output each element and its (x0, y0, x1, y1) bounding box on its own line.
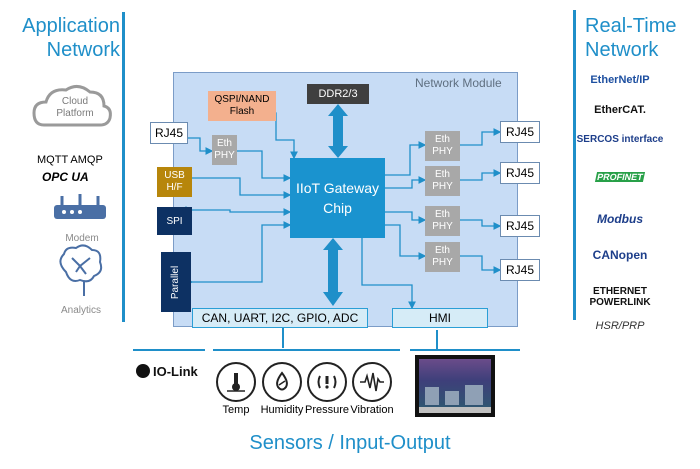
eth-phy-3: Eth PHY (425, 206, 460, 236)
hmi-interface: HMI (392, 308, 488, 328)
sensor-label-temp: Temp (222, 404, 250, 416)
rj45-right-3: RJ45 (500, 215, 540, 237)
rj45-left: RJ45 (150, 122, 188, 144)
canopen-logo: CANopen (592, 248, 648, 262)
mqtt-amqp-label: MQTT AMQP (37, 154, 103, 166)
io-link-icon (136, 364, 150, 378)
modbus-logo: Modbus (597, 212, 643, 226)
parallel-label: Parallel (170, 265, 182, 299)
analytics-label: Analytics (60, 305, 101, 316)
sensor-label-pressure: Pressure (304, 404, 350, 416)
sensors-io-caption: Sensors / Input-Output (249, 432, 451, 454)
eth-phy-left: Eth PHY (212, 135, 237, 165)
ethercat-logo: EtherCAT. (594, 104, 646, 116)
spi-port: SPI (157, 207, 192, 235)
hsr-prp-label: HSR/PRP (595, 320, 645, 332)
sercos-logo: SERCOS interface (576, 134, 664, 145)
cloud-icon (32, 85, 112, 127)
qspi-nand-flash: QSPI/NAND Flash (208, 91, 276, 121)
usb-hf-port: USB H/F (157, 167, 192, 197)
sensor-label-vibration: Vibration (350, 404, 394, 416)
analytics-brain-icon (59, 244, 103, 296)
opcua-logo: OPC UA (42, 170, 89, 184)
real-time-network-title: Real-Time Network (585, 15, 677, 61)
io-link-logo: IO-Link (136, 364, 206, 379)
io-bus: CAN, UART, I2C, GPIO, ADC (192, 308, 368, 328)
application-network-title: Application Network (22, 15, 120, 61)
rj45-right-1: RJ45 (500, 121, 540, 143)
ethernet-ip-logo: EtherNet/IP (590, 74, 650, 86)
parallel-port: Parallel (161, 252, 191, 312)
right-divider (573, 10, 576, 320)
left-divider (122, 12, 125, 322)
modem-icon (54, 194, 106, 219)
humidity-icon (262, 362, 302, 402)
rj45-right-2: RJ45 (500, 162, 540, 184)
eth-phy-2: Eth PHY (425, 166, 460, 196)
sensor-label-humidity: Humidity (260, 404, 304, 416)
eth-phy-1: Eth PHY (425, 131, 460, 161)
ddr-arrow (328, 104, 348, 158)
eth-phy-4: Eth PHY (425, 242, 460, 272)
temp-icon (216, 362, 256, 402)
pressure-icon (307, 362, 347, 402)
ddr-memory: DDR2/3 (307, 84, 369, 104)
hmi-screen-image (415, 355, 495, 417)
iiot-gateway-chip: IIoT Gateway Chip (290, 158, 385, 238)
cloud-platform-label: Cloud Platform (56, 96, 94, 119)
hmi-screen-display (419, 359, 491, 413)
rj45-right-4: RJ45 (500, 259, 540, 281)
bus-arrow (323, 238, 343, 306)
network-module-label: Network Module (415, 76, 502, 90)
io-link-label: IO-Link (153, 364, 198, 379)
vibration-icon (352, 362, 392, 402)
powerlink-logo: ETHERNET POWERLINK (589, 286, 651, 308)
gateway-chip-label: IIoT Gateway Chip (295, 180, 379, 216)
modem-label: Modem (65, 233, 99, 244)
